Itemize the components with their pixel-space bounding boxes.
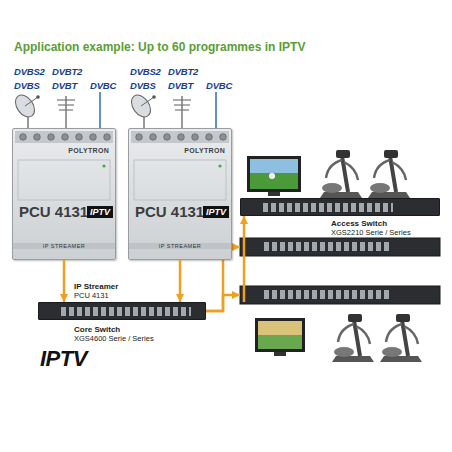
model-name: PCU 4131 (135, 203, 204, 220)
switch-title: Core Switch (74, 325, 120, 334)
switch-title: Access Switch (331, 219, 387, 228)
core-switch: Core SwitchXGS4600 Serie / Series (38, 302, 206, 320)
model-name: PCU 4131 (19, 203, 88, 220)
unit-bar-label: IP STREAMER (13, 243, 115, 249)
brand-name: POLYTRON (184, 147, 225, 154)
unit-bar-label: IP STREAMER (129, 243, 231, 249)
iptv-badge: IPTV (87, 206, 113, 218)
standard-logo: DVBT2 (168, 66, 198, 77)
signal-arrow (243, 216, 246, 302)
standard-logo: DVBS (14, 80, 40, 91)
signal-arrow (179, 260, 182, 302)
standard-logo: DVBS2 (14, 66, 45, 77)
standard-logo: DVBT2 (52, 66, 82, 77)
switch-series: XGS4600 Serie / Series (74, 334, 154, 343)
standard-logo: DVBS (130, 80, 156, 91)
standard-logo: DVBC (90, 80, 116, 91)
diagram-title: Application example: Up to 60 programmes… (14, 40, 305, 54)
ip-streamer-unit: POLYTRON PCU 4131IPTV IP STREAMER (128, 128, 232, 260)
signal-arrow (63, 260, 66, 302)
brand-name: POLYTRON (68, 147, 109, 154)
standard-logo: DVBT (168, 80, 193, 91)
iptv-badge: IPTV (203, 206, 229, 218)
standard-logo: DVBC (206, 80, 232, 91)
standard-logo: DVBS2 (130, 66, 161, 77)
device-caption: IP Streamer (74, 282, 118, 291)
brand-logo: IPTV (40, 346, 87, 372)
access-switch: Access SwitchXGS2210 Serie / Series (240, 198, 440, 216)
switch-series: XGS2210 Serie / Series (331, 228, 411, 237)
standard-logo: DVBT (52, 80, 77, 91)
ip-streamer-unit: POLYTRON PCU 4131IPTV IP STREAMER (12, 128, 116, 260)
device-caption: PCU 4131 (74, 291, 109, 300)
